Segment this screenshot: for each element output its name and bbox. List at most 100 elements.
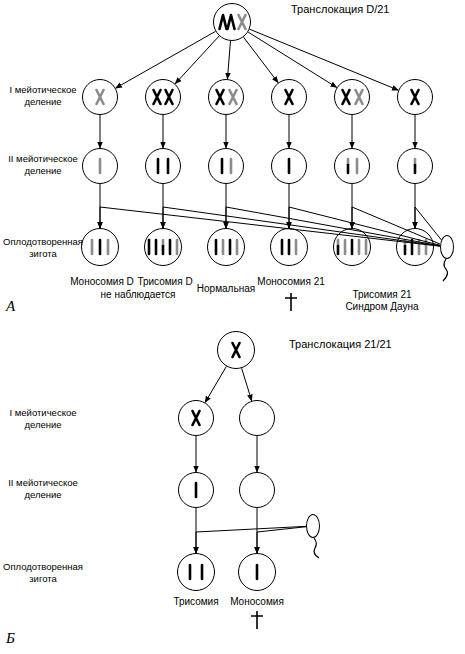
arrow-connector bbox=[196, 436, 197, 472]
chromosome bbox=[412, 90, 419, 104]
chromosome bbox=[366, 240, 367, 254]
chromosome bbox=[338, 240, 339, 254]
chromosome bbox=[100, 240, 101, 254]
arrow-connector bbox=[250, 29, 399, 90]
arrow-connector bbox=[227, 41, 230, 79]
node-heading: Транслокация D/21 bbox=[291, 3, 389, 16]
meiosis-one-cell bbox=[334, 79, 370, 115]
meiosis-two-cell bbox=[82, 148, 118, 184]
arrow-connector bbox=[100, 115, 101, 148]
outcome-label: Трисомия 21 Синдром Дауна bbox=[337, 289, 427, 313]
chromosome bbox=[286, 90, 293, 104]
outcome-label: Моносомия 21 bbox=[251, 276, 331, 288]
chromosome bbox=[296, 240, 297, 254]
sperm-cell bbox=[440, 235, 454, 259]
chromosome bbox=[289, 240, 290, 254]
meiosis-two-cell bbox=[397, 148, 433, 184]
chromosome bbox=[257, 565, 258, 579]
stage-label: I мейотическое деление bbox=[2, 407, 84, 430]
chromosome bbox=[352, 240, 353, 254]
outcome-label: Трисомия D bbox=[125, 276, 205, 288]
meiosis-two-cell bbox=[178, 472, 214, 508]
chromosome bbox=[202, 565, 203, 579]
zygote-cell bbox=[270, 228, 308, 266]
chromosome bbox=[357, 159, 358, 173]
arrow-connector bbox=[352, 207, 440, 244]
meiosis-one-cell bbox=[271, 79, 307, 115]
chromosome bbox=[359, 240, 360, 254]
chromosome bbox=[158, 159, 159, 173]
arrow-connector bbox=[163, 115, 164, 148]
chromosome bbox=[100, 159, 101, 173]
meiosis-one-cell bbox=[82, 79, 118, 115]
death-cross bbox=[251, 611, 263, 629]
chromosome bbox=[97, 90, 104, 104]
meiosis-two-cell bbox=[239, 472, 275, 508]
chromosome bbox=[231, 159, 232, 173]
chromosome bbox=[230, 240, 231, 254]
chromosome bbox=[193, 411, 200, 425]
chromosome bbox=[217, 90, 224, 104]
arrow-connector bbox=[289, 207, 440, 245]
chromosome bbox=[237, 240, 238, 254]
outcome-label: Трисомия bbox=[156, 596, 236, 608]
zygote-cell bbox=[238, 553, 276, 591]
stage-label: I мейотическое деление bbox=[2, 84, 84, 107]
arrow-connector bbox=[205, 366, 226, 402]
arrow-connector bbox=[196, 526, 306, 553]
meiosis-two-cell bbox=[208, 148, 244, 184]
zygote-cell bbox=[144, 228, 182, 266]
panel-letter: А bbox=[6, 298, 30, 314]
chromosome bbox=[190, 565, 191, 579]
arrow-connector bbox=[257, 527, 306, 553]
zygote-cell bbox=[207, 228, 245, 266]
chromosome bbox=[233, 343, 240, 357]
zygote-cell bbox=[81, 228, 119, 266]
arrow-connector bbox=[415, 207, 441, 240]
node-heading: Транслокация 21/21 bbox=[289, 338, 392, 351]
outcome-label: Нормальная bbox=[186, 283, 266, 295]
chromosome bbox=[177, 240, 178, 254]
panel-letter: Б bbox=[6, 630, 30, 646]
arrow-connector bbox=[415, 115, 416, 148]
arrow-connector bbox=[352, 115, 353, 148]
meiosis-one-cell bbox=[239, 400, 275, 436]
arrow-connector bbox=[289, 115, 290, 148]
sperm-tail bbox=[314, 538, 319, 558]
outcome-label: Моносомия bbox=[217, 596, 297, 608]
zygote-cell bbox=[333, 228, 371, 266]
sperm-tail bbox=[443, 259, 447, 281]
chromosome bbox=[216, 240, 217, 254]
outcome-label: не наблюдается bbox=[88, 289, 188, 301]
stage-label: II мейотическое деление bbox=[2, 153, 84, 176]
chromosome bbox=[415, 159, 416, 173]
meiosis-two-cell bbox=[271, 148, 307, 184]
chromosome bbox=[239, 15, 246, 29]
stage-label: II мейотическое деление bbox=[2, 477, 84, 500]
chromosome bbox=[166, 90, 173, 104]
chromosome bbox=[154, 90, 161, 104]
chromosome bbox=[170, 240, 171, 254]
chromosome bbox=[149, 240, 150, 254]
meiosis-one-cell bbox=[145, 79, 181, 115]
chromosome bbox=[220, 15, 227, 29]
arrow-connector bbox=[257, 436, 258, 472]
chromosome bbox=[108, 240, 109, 254]
chromosome bbox=[289, 159, 290, 173]
death-cross bbox=[285, 293, 297, 311]
meiosis-one-cell bbox=[397, 79, 433, 115]
translocation-cell: Транслокация 21/21 bbox=[217, 331, 255, 369]
sperm-cell bbox=[306, 514, 320, 538]
chromosome bbox=[163, 240, 164, 254]
arrow-connector bbox=[242, 368, 252, 401]
chromosome bbox=[156, 240, 157, 254]
meiosis-two-cell bbox=[145, 148, 181, 184]
meiosis-one-cell bbox=[208, 79, 244, 115]
chromosome bbox=[345, 240, 346, 254]
arrow-connector bbox=[226, 115, 227, 148]
chromosome bbox=[356, 90, 363, 104]
meiosis-one-cell bbox=[178, 400, 214, 436]
translocation-cell: Транслокация D/21 bbox=[213, 3, 251, 41]
